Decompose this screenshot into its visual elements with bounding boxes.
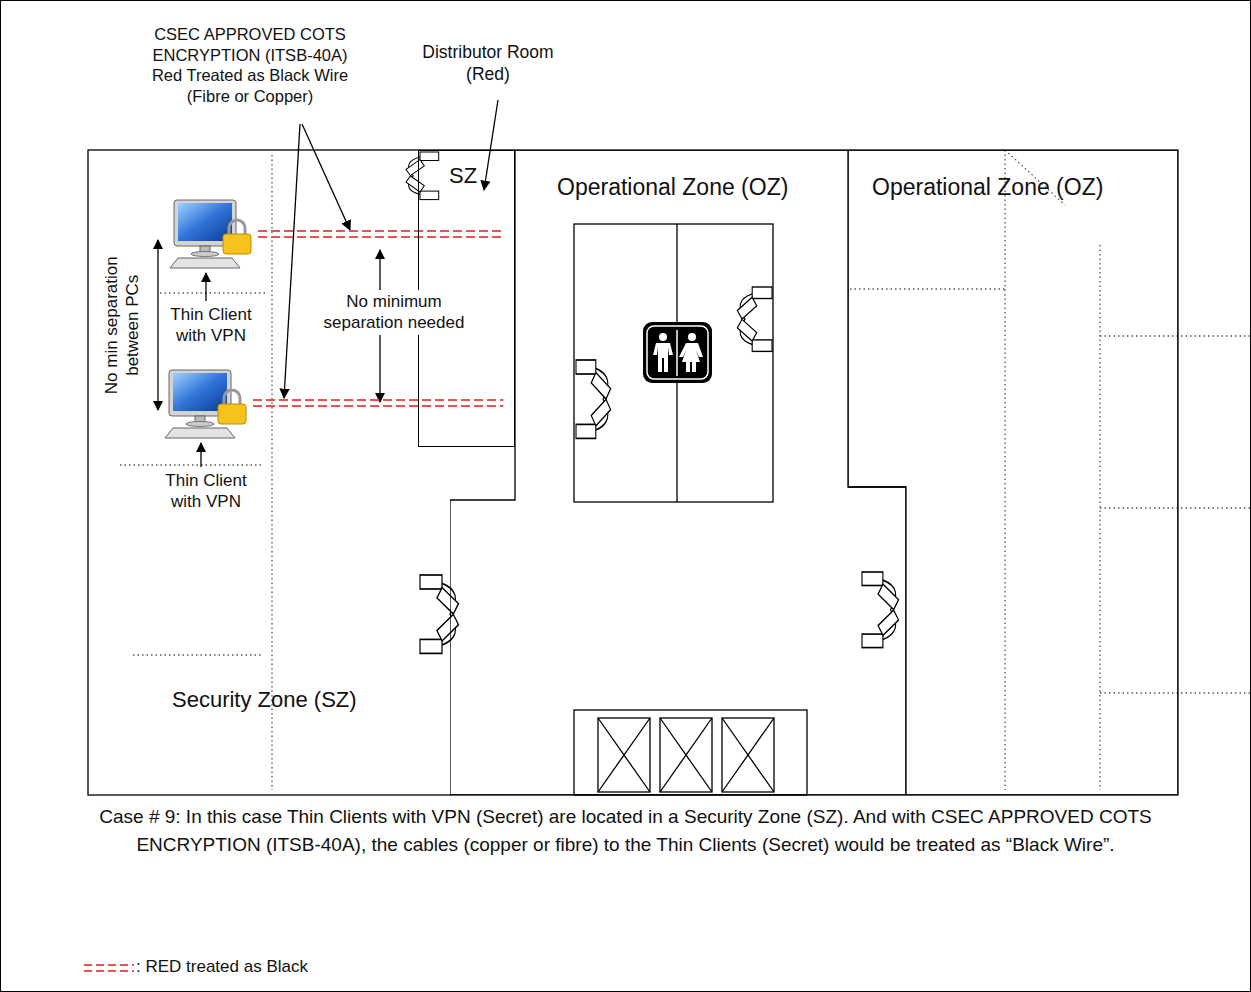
callout-text: Distributor Room (Red) <box>418 42 558 86</box>
leader-arrow <box>161 440 251 470</box>
partition-lines <box>120 150 1251 790</box>
building-outline <box>88 150 1178 795</box>
elevator-bank <box>574 710 807 795</box>
thin-client: Thin Client with VPN <box>161 368 257 513</box>
thin-client: Thin Client with VPN <box>166 198 262 347</box>
computer-icon <box>161 368 251 440</box>
zone-label: Operational Zone (OZ) <box>557 174 788 201</box>
zone-label: Operational Zone (OZ) <box>872 174 1103 201</box>
operational-zone: Operational Zone (OZ) <box>450 150 906 795</box>
legend-text: : RED treated as Black <box>136 956 308 977</box>
legend-sample <box>84 965 134 971</box>
zone-outline <box>848 150 1178 795</box>
zone-label: Security Zone (SZ) <box>172 686 402 714</box>
operational-zone: Operational Zone (OZ) <box>848 150 1178 795</box>
encrypted-cable <box>253 400 503 406</box>
washroom-core <box>574 224 773 502</box>
leader-lines <box>158 100 498 410</box>
dimension-text: No minimum separation needed <box>312 290 476 335</box>
node-label: Thin Client with VPN <box>166 304 256 347</box>
leader-arrow <box>166 270 256 304</box>
dimension-text: No min separation between PCs <box>101 238 144 413</box>
door-symbols <box>406 152 899 653</box>
encrypted-cable <box>258 231 503 237</box>
computer-icon <box>166 198 256 270</box>
caption: Case # 9: In this case Thin Clients with… <box>40 803 1211 858</box>
callout-text: CSEC APPROVED COTS ENCRYPTION (ITSB-40A)… <box>145 24 355 107</box>
zone-outline <box>450 150 906 795</box>
node-label: Thin Client with VPN <box>161 470 251 513</box>
zone-label: SZ <box>449 163 477 189</box>
